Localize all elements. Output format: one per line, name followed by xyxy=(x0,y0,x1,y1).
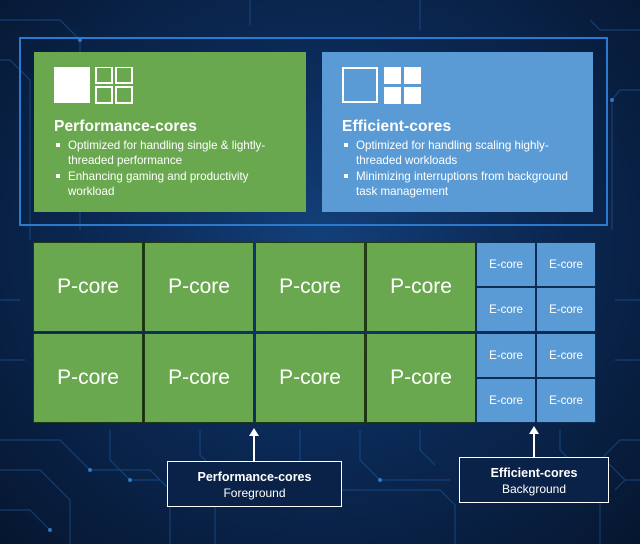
e-core: E-core xyxy=(476,242,536,287)
p-core: P-core xyxy=(366,333,476,423)
efficient-cores-title: Efficient-cores xyxy=(342,118,452,135)
performance-label-sub: Foreground xyxy=(223,486,286,500)
p-core: P-core xyxy=(255,333,365,423)
p-core: P-core xyxy=(366,242,476,332)
p-core: P-core xyxy=(33,333,143,423)
p-core: P-core xyxy=(144,242,254,332)
core-grid: P-core P-core P-core P-core P-core P-cor… xyxy=(33,242,596,423)
efficient-bullet: Minimizing interruptions from background… xyxy=(342,169,583,199)
e-core: E-core xyxy=(536,287,596,332)
p-core: P-core xyxy=(33,242,143,332)
efficient-cores-bullets: Optimized for handling scaling highly-th… xyxy=(342,138,583,200)
efficient-cores-card: Efficient-cores Optimized for handling s… xyxy=(322,52,593,212)
performance-cores-title: Performance-cores xyxy=(54,118,197,135)
efficient-bullet: Optimized for handling scaling highly-th… xyxy=(342,138,583,168)
e-core: E-core xyxy=(476,287,536,332)
e-core: E-core xyxy=(536,333,596,378)
ecore-layout-icon xyxy=(342,67,421,104)
p-core: P-core xyxy=(144,333,254,423)
performance-cores-bullets: Optimized for handling single & lightly-… xyxy=(54,138,296,200)
performance-label-box: Performance-cores Foreground xyxy=(167,461,342,507)
core-types-frame xyxy=(19,37,608,226)
e-core: E-core xyxy=(476,333,536,378)
e-core: E-core xyxy=(476,378,536,423)
e-core: E-core xyxy=(536,378,596,423)
p-core: P-core xyxy=(255,242,365,332)
efficient-label-sub: Background xyxy=(501,482,567,496)
perf-arrow-icon xyxy=(249,428,259,462)
eff-arrow-icon xyxy=(529,426,539,458)
performance-label-title: Performance-cores xyxy=(197,470,312,484)
performance-bullet: Enhancing gaming and productivity worklo… xyxy=(54,169,296,199)
efficient-label-title: Efficient-cores xyxy=(490,466,578,480)
efficient-label-box: Efficient-cores Background xyxy=(459,457,609,503)
performance-cores-card: Performance-cores Optimized for handling… xyxy=(34,52,306,212)
e-core: E-core xyxy=(536,242,596,287)
performance-bullet: Optimized for handling single & lightly-… xyxy=(54,138,296,168)
pcore-layout-icon xyxy=(54,67,133,104)
